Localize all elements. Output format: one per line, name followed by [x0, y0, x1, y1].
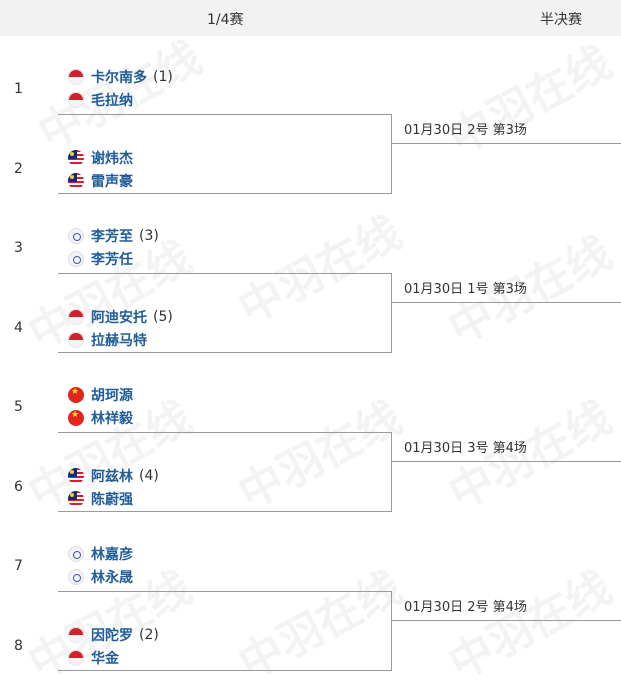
player-seed: (5) — [153, 309, 173, 325]
player-name[interactable]: 林祥毅 — [91, 411, 133, 427]
seed-number: 3 — [14, 240, 23, 256]
semifinal-match-4: 01月30日 2号 第4场 — [392, 540, 621, 621]
player-seed: (1) — [153, 69, 173, 85]
player-row[interactable]: 拉赫马特 — [68, 330, 147, 350]
player-row[interactable]: 阿迪安托 (5) — [68, 307, 173, 327]
bracket-slot-7: 林嘉彦 林永晟 — [58, 511, 392, 592]
chinese-taipei-flag-icon — [68, 569, 84, 585]
player-row[interactable]: 阿兹林 (4) — [68, 466, 159, 486]
chinese-taipei-flag-icon — [68, 251, 84, 267]
bracket-slot-8: 因陀罗 (2) 华金 — [58, 591, 392, 671]
china-flag-icon — [68, 410, 84, 426]
player-row[interactable]: 胡珂源 — [68, 385, 133, 405]
player-row[interactable]: 李芳任 — [68, 249, 133, 269]
player-row[interactable]: 毛拉纳 — [68, 90, 133, 110]
player-name[interactable]: 林永晟 — [91, 570, 133, 586]
player-seed: (4) — [139, 468, 159, 484]
malaysia-flag-icon — [68, 491, 84, 507]
player-seed: (3) — [139, 228, 159, 244]
match-schedule: 01月30日 1号 第3场 — [404, 282, 527, 297]
player-name[interactable]: 阿兹林 — [91, 469, 133, 485]
player-row[interactable]: 林嘉彦 — [68, 544, 133, 564]
match-schedule: 01月30日 2号 第4场 — [404, 600, 527, 615]
player-name[interactable]: 拉赫马特 — [91, 333, 147, 349]
semifinal-match-1: 01月30日 2号 第3场 — [392, 63, 621, 144]
player-row[interactable]: 华金 — [68, 648, 119, 668]
player-name[interactable]: 因陀罗 — [91, 628, 133, 644]
match-schedule: 01月30日 2号 第3场 — [404, 123, 527, 138]
indonesia-flag-icon — [68, 92, 84, 108]
malaysia-flag-icon — [68, 173, 84, 189]
player-row[interactable]: 林永晟 — [68, 567, 133, 587]
indonesia-flag-icon — [68, 309, 84, 325]
player-name[interactable]: 华金 — [91, 651, 119, 667]
seed-number: 7 — [14, 558, 23, 574]
player-row[interactable]: 陈蔚强 — [68, 489, 133, 509]
player-name[interactable]: 雷声豪 — [91, 174, 133, 190]
player-row[interactable]: 林祥毅 — [68, 408, 133, 428]
indonesia-flag-icon — [68, 332, 84, 348]
bracket-slot-5: 胡珂源 林祥毅 — [58, 352, 392, 433]
player-name[interactable]: 胡珂源 — [91, 388, 133, 404]
match-schedule: 01月30日 3号 第4场 — [404, 441, 527, 456]
seed-number: 2 — [14, 161, 23, 177]
chinese-taipei-flag-icon — [68, 546, 84, 562]
malaysia-flag-icon — [68, 150, 84, 166]
semifinal-match-2: 01月30日 1号 第3场 — [392, 222, 621, 303]
semifinal-match-3: 01月30日 3号 第4场 — [392, 381, 621, 462]
bracket-slot-4: 阿迪安托 (5) 拉赫马特 — [58, 273, 392, 353]
player-row[interactable]: 谢炜杰 — [68, 148, 133, 168]
player-name[interactable]: 毛拉纳 — [91, 93, 133, 109]
indonesia-flag-icon — [68, 627, 84, 643]
player-row[interactable]: 李芳至 (3) — [68, 226, 159, 246]
player-row[interactable]: 卡尔南多 (1) — [68, 67, 173, 87]
china-flag-icon — [68, 387, 84, 403]
seed-number: 5 — [14, 399, 23, 415]
player-name[interactable]: 阿迪安托 — [91, 310, 147, 326]
semifinal-header: 半决赛 — [540, 12, 582, 28]
quarterfinal-header: 1/4赛 — [207, 12, 244, 28]
player-row[interactable]: 因陀罗 (2) — [68, 625, 159, 645]
bracket-slot-1: 卡尔南多 (1) 毛拉纳 — [58, 34, 392, 115]
indonesia-flag-icon — [68, 650, 84, 666]
bracket-slot-3: 李芳至 (3) 李芳任 — [58, 193, 392, 274]
seed-number: 8 — [14, 638, 23, 654]
player-name[interactable]: 李芳至 — [91, 229, 133, 245]
player-name[interactable]: 卡尔南多 — [91, 70, 147, 86]
indonesia-flag-icon — [68, 69, 84, 85]
player-name[interactable]: 李芳任 — [91, 252, 133, 268]
bracket-slot-6: 阿兹林 (4) 陈蔚强 — [58, 432, 392, 512]
seed-number: 1 — [14, 81, 23, 97]
player-seed: (2) — [139, 627, 159, 643]
seed-number: 4 — [14, 320, 23, 336]
player-name[interactable]: 林嘉彦 — [91, 547, 133, 563]
bracket-slot-2: 谢炜杰 雷声豪 — [58, 114, 392, 194]
bracket-header: 1/4赛 半决赛 — [0, 0, 621, 36]
chinese-taipei-flag-icon — [68, 228, 84, 244]
player-name[interactable]: 谢炜杰 — [91, 151, 133, 167]
player-name[interactable]: 陈蔚强 — [91, 492, 133, 508]
malaysia-flag-icon — [68, 468, 84, 484]
player-row[interactable]: 雷声豪 — [68, 171, 133, 191]
seed-number: 6 — [14, 479, 23, 495]
